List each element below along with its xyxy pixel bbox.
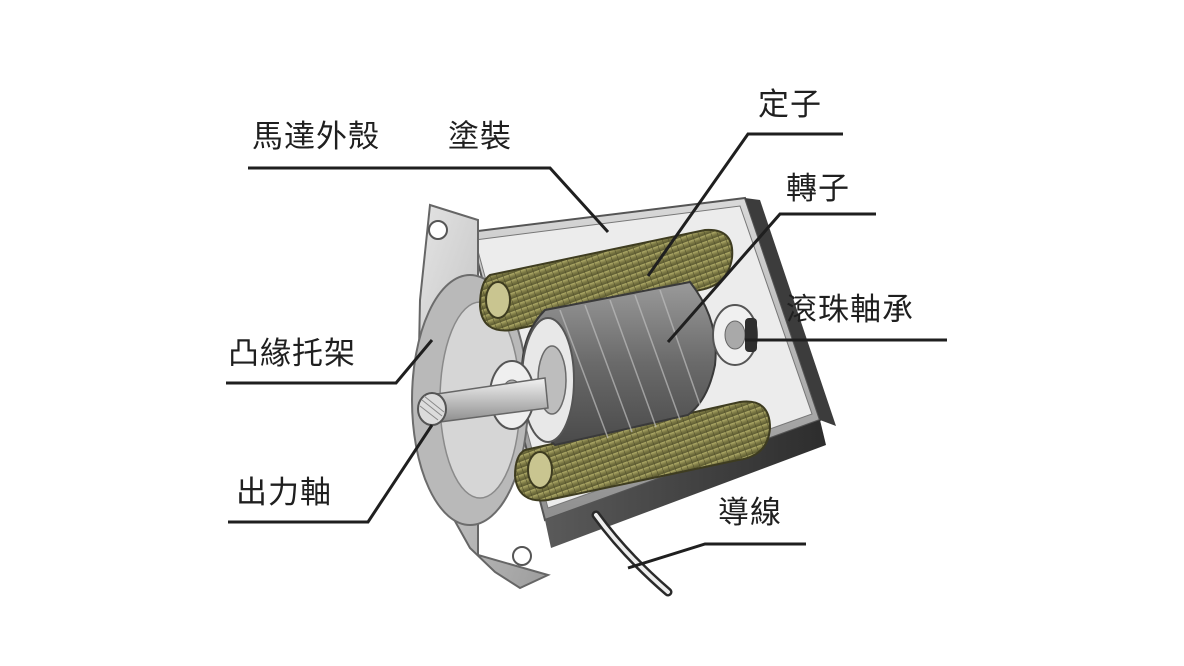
leader-line-shaft	[228, 424, 434, 524]
leader-line-rotor	[666, 212, 876, 343]
label-lead-wire: 導線	[718, 495, 782, 531]
leader-line-stator	[646, 132, 843, 277]
label-ball-bearing: 滾珠軸承	[786, 292, 914, 328]
rotor	[520, 280, 717, 447]
output-shaft	[417, 377, 549, 426]
stator-coils	[478, 228, 772, 502]
label-stator: 定子	[758, 87, 822, 123]
leader-line-wire	[627, 542, 806, 570]
label-coating: 塗裝	[448, 119, 512, 155]
label-rotor: 轉子	[786, 171, 850, 207]
leader-line-housing	[248, 166, 610, 234]
label-flange-bracket: 凸緣托架	[228, 336, 356, 372]
lead-wires	[591, 510, 673, 597]
leader-line-flange	[226, 339, 434, 385]
label-output-shaft: 出力軸	[236, 475, 332, 511]
label-motor-housing: 馬達外殼	[252, 119, 380, 155]
